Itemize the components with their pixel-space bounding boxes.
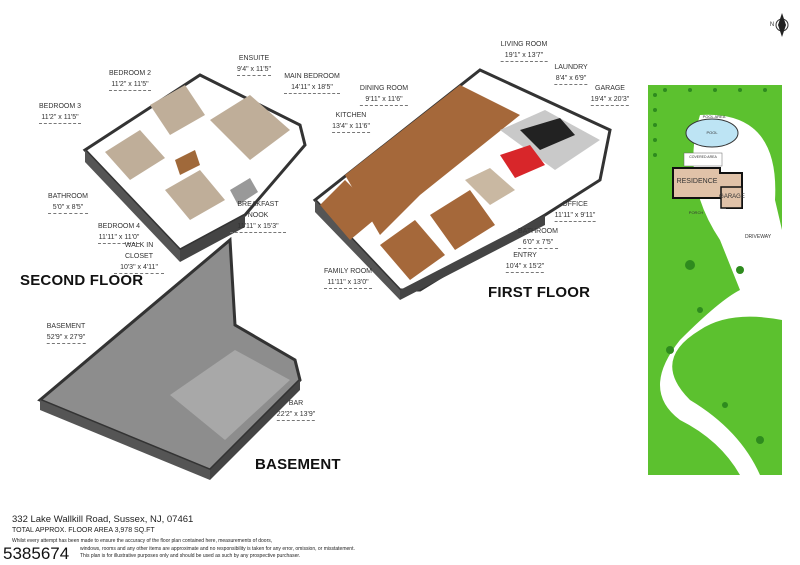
property-address: 332 Lake Wallkill Road, Sussex, NJ, 0746… bbox=[12, 514, 194, 525]
basement-plan bbox=[37, 236, 302, 480]
site-driveway-label: DRIVEWAY bbox=[744, 234, 772, 240]
first-floor-title: FIRST FLOOR bbox=[488, 284, 591, 301]
site-porch-label: PORCH bbox=[688, 210, 704, 215]
basement-title: BASEMENT bbox=[255, 456, 341, 473]
compass-icon bbox=[775, 13, 789, 37]
site-garage-label: GARAGE bbox=[719, 194, 745, 200]
site-covered-area-label: COVERED AREA bbox=[689, 155, 717, 159]
site-pool-label: POOL bbox=[706, 130, 718, 135]
second-floor-title: SECOND FLOOR bbox=[20, 272, 144, 289]
listing-id: 5385674 bbox=[3, 544, 70, 563]
disclaimer-line-2: windows, rooms and any other items are a… bbox=[80, 546, 355, 552]
disclaimer-line-1: Whilst every attempt has been made to en… bbox=[12, 538, 273, 544]
total-floor-area: TOTAL APPROX. FLOOR AREA 3,978 SQ.FT bbox=[12, 527, 155, 534]
first-floor-plan bbox=[312, 68, 612, 300]
site-residence-label: RESIDENCE bbox=[676, 178, 718, 185]
site-pool-area-label: POOL AREA bbox=[702, 114, 726, 119]
site-plan bbox=[648, 85, 782, 475]
compass-label: N bbox=[769, 22, 775, 28]
second-floor-plan bbox=[82, 73, 307, 262]
disclaimer-line-3: This plan is for illustrative purposes o… bbox=[80, 553, 301, 559]
